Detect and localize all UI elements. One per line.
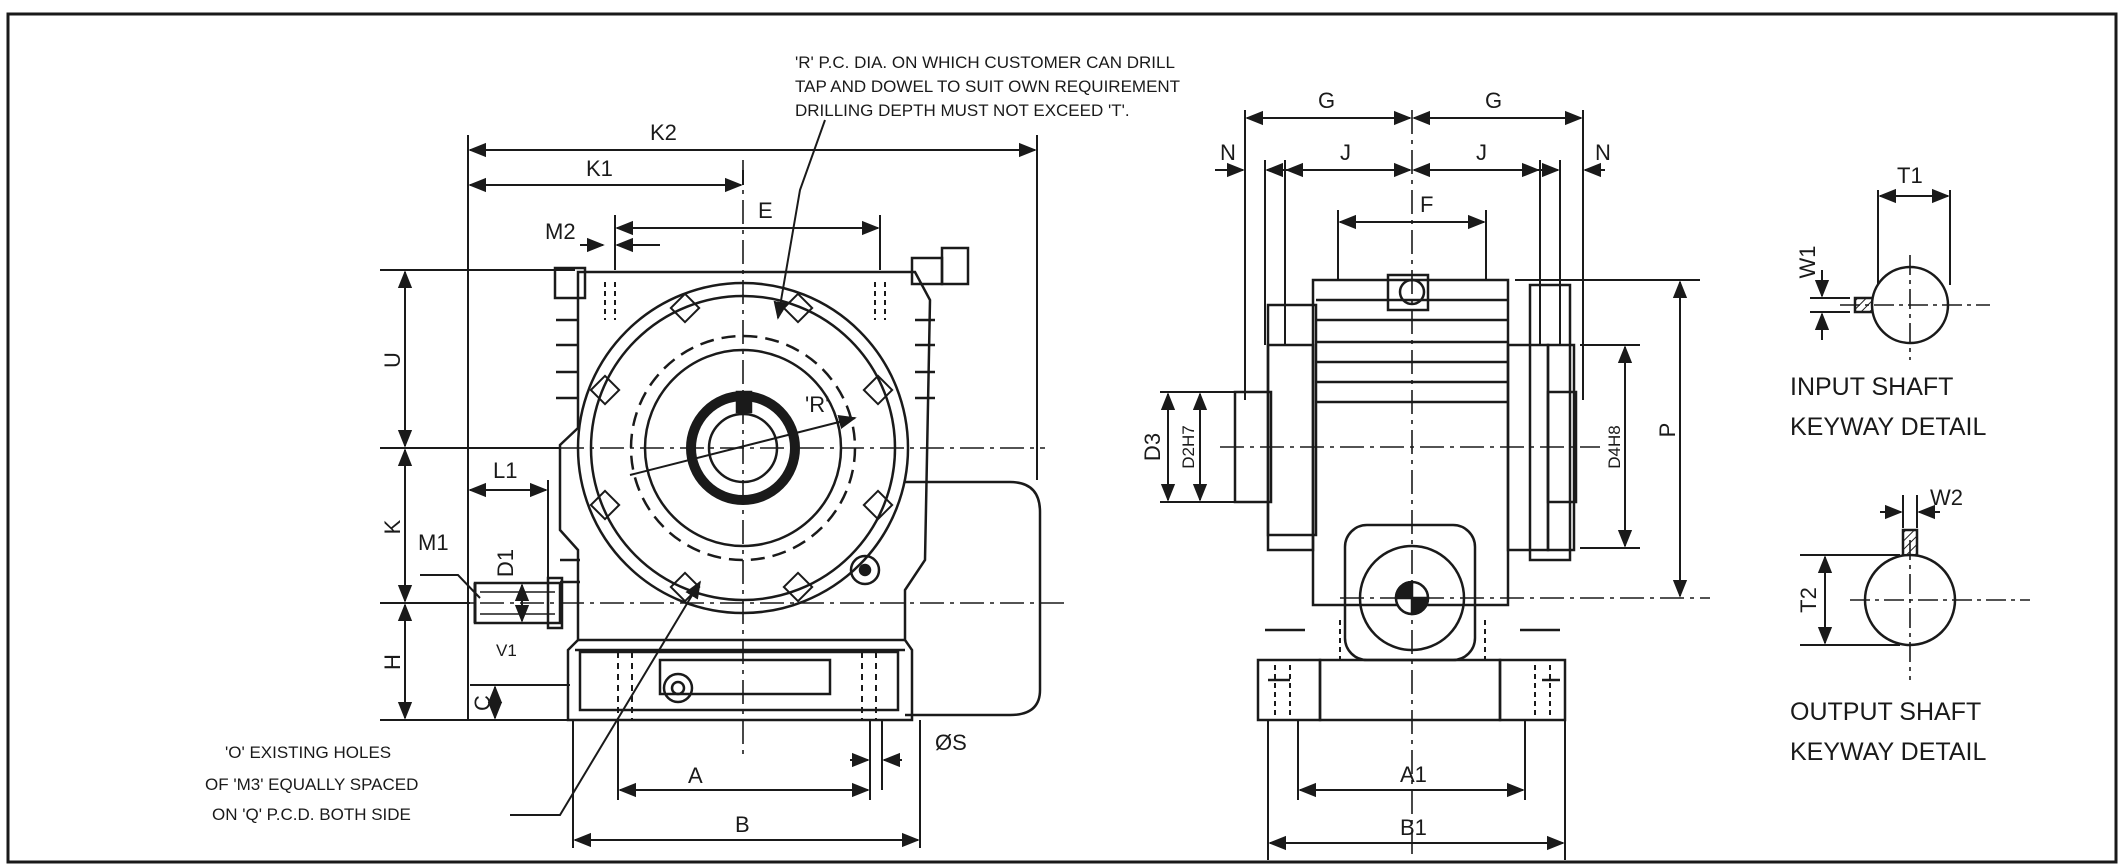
dim-d2h7: D2H7 <box>1179 425 1198 468</box>
output-caption-line-1: OUTPUT SHAFT <box>1790 698 1981 726</box>
dim-j-right: J <box>1476 140 1487 165</box>
output-detail-centerlines <box>1850 540 2030 680</box>
dim-r: 'R' <box>805 392 829 417</box>
dim-a: A <box>688 763 703 788</box>
note-r-line-3: DRILLING DEPTH MUST NOT EXCEED 'T'. <box>795 101 1130 120</box>
dim-v1: V1 <box>496 641 517 660</box>
dim-t2: T2 <box>1796 587 1821 613</box>
side-centerlines <box>1220 110 1710 860</box>
dim-h: H <box>380 654 405 670</box>
input-shaft-detail <box>1810 188 1951 345</box>
dim-t1: T1 <box>1897 163 1923 188</box>
dim-g-right: G <box>1485 88 1502 113</box>
side-labels: G G N N J J F D3 D2H7 D4H8 P A1 B1 <box>1140 88 1680 840</box>
dim-k1: K1 <box>586 156 613 181</box>
dim-u: U <box>380 352 405 368</box>
note-o-line-1: 'O' EXISTING HOLES <box>225 743 391 762</box>
dim-d1: D1 <box>493 549 518 577</box>
note-r-line-1: 'R' P.C. DIA. ON WHICH CUSTOMER CAN DRIL… <box>795 53 1175 72</box>
dim-j-left: J <box>1340 140 1351 165</box>
dim-p: P <box>1655 423 1680 438</box>
note-o-line-3: ON 'Q' P.C.D. BOTH SIDE <box>212 805 411 824</box>
front-view <box>473 246 1042 722</box>
dim-a1: A1 <box>1400 762 1427 787</box>
dim-f: F <box>1420 192 1433 217</box>
side-view <box>1233 273 1578 722</box>
output-caption-line-2: KEYWAY DETAIL <box>1790 738 1986 766</box>
dim-k: K <box>380 519 405 534</box>
dim-n-left: N <box>1220 140 1236 165</box>
dim-m1: M1 <box>418 530 449 555</box>
dim-d3: D3 <box>1140 433 1165 461</box>
side-dimensions <box>1160 110 1700 860</box>
dim-s: ØS <box>935 730 967 755</box>
dim-l1: L1 <box>493 458 517 483</box>
dim-b: B <box>735 812 750 837</box>
dim-w1: W1 <box>1795 246 1820 279</box>
dim-n-right: N <box>1595 140 1611 165</box>
dim-c: C <box>470 695 495 711</box>
input-caption-line-2: KEYWAY DETAIL <box>1790 413 1986 441</box>
front-centerlines <box>400 160 1070 760</box>
note-o-line-2: OF 'M3' EQUALLY SPACED <box>205 775 418 794</box>
dim-m2: M2 <box>545 219 576 244</box>
note-r-line-2: TAP AND DOWEL TO SUIT OWN REQUIREMENT <box>795 77 1180 96</box>
dim-w2: W2 <box>1930 485 1963 510</box>
front-dimensions <box>380 119 1038 848</box>
dim-d4h8: D4H8 <box>1605 425 1624 468</box>
dim-k2: K2 <box>650 120 677 145</box>
input-detail-centerlines <box>1840 255 1990 360</box>
front-labels: K2 K1 E M2 U K H C L1 M1 D1 V1 A B ØS 'R… <box>205 53 1180 837</box>
dim-g-left: G <box>1318 88 1335 113</box>
input-caption-line-1: INPUT SHAFT <box>1790 373 1953 401</box>
output-shaft-detail <box>1800 495 1957 647</box>
drawing-border <box>6 12 2118 864</box>
dim-b1: B1 <box>1400 815 1427 840</box>
dim-e: E <box>758 198 773 223</box>
